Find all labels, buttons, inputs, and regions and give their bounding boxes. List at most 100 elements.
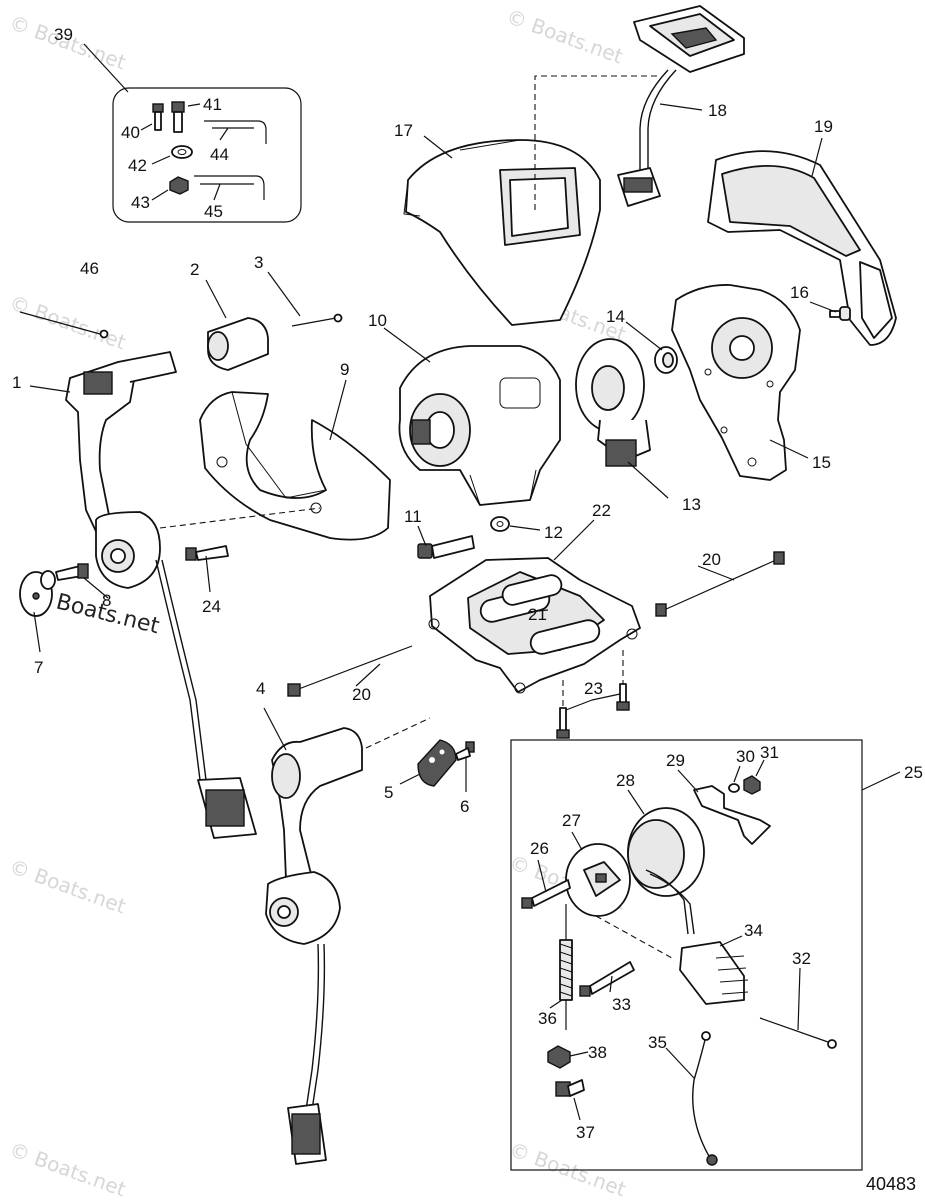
part-11-screw [417,535,475,559]
part-4-control-handle [265,727,363,1165]
part-38-nut [547,1045,571,1069]
callout-34: 34 [744,921,763,940]
callout-45: 45 [204,202,223,221]
watermark-text: © Boats.net [506,1137,629,1200]
hardware-kit-frame [112,87,302,223]
watermark-text: © Boats.net [503,4,626,68]
part-33-screw [579,961,635,997]
callout-30: 30 [736,747,755,766]
callout-46: 46 [80,259,99,278]
callout-31: 31 [760,743,779,762]
callout-21: 21 [528,605,547,624]
part-24-screw [185,545,229,561]
callout-41: 41 [203,95,222,114]
callout-39: 39 [54,25,73,44]
callout-12: 12 [544,523,563,542]
callout-7: 7 [34,658,43,677]
part-2-coupler [207,317,269,371]
callout-29: 29 [666,751,685,770]
callout-20-left: 20 [352,685,371,704]
part-18-keypad-harness [617,5,745,207]
callout-44: 44 [210,145,229,164]
callout-6: 6 [460,797,469,816]
callout-8: 8 [102,591,111,610]
part-5-cam [417,739,457,787]
part-45-hex-key [194,175,265,200]
part-44-hex-key [204,120,267,144]
part-12-washer [490,516,510,532]
callout-32: 32 [792,949,811,968]
part-3-pin [291,313,343,327]
part-37-bolt [555,1079,585,1097]
callout-labels: 39 40 41 42 43 44 45 46 2 3 1 10 9 17 18… [12,25,923,1194]
watermark-text: © Boats.net [6,290,129,354]
part-9-lower-shroud [199,391,391,541]
part-42-washer [171,145,193,159]
part-46-rod [19,311,109,339]
callout-16: 16 [790,283,809,302]
part-40-screw [152,103,164,131]
callout-23: 23 [584,679,603,698]
part-15-mounting-plate [671,284,801,481]
sub-assembly-frame [510,739,863,1171]
part-26-screw [521,879,571,909]
part-29-bracket [693,785,771,845]
callout-4: 4 [256,679,265,698]
part-19-rear-cover [707,150,897,346]
callout-33: 33 [612,995,631,1014]
callout-28: 28 [616,771,635,790]
callout-11: 11 [404,507,422,526]
sub-assembly-25 [510,739,901,1171]
part-14-bushing [654,346,678,374]
callout-43: 43 [131,193,150,212]
hardware-kit-group [83,43,302,223]
callout-36: 36 [538,1009,557,1028]
callout-2: 2 [190,260,199,279]
callout-9: 9 [340,360,349,379]
watermark-text: © Boats.net [6,1137,129,1200]
part-16-screw [829,306,851,321]
callout-42: 42 [128,156,147,175]
callout-18: 18 [708,101,727,120]
callout-10: 10 [368,311,387,330]
part-43-nut [169,176,189,195]
callout-38: 38 [588,1043,607,1062]
part-20-long-bolt-left [287,645,413,697]
part-20-long-bolt-right [655,551,785,617]
part-13-position-sensor [575,338,651,467]
part-10-actuator-motor [398,345,561,506]
callout-40: 40 [121,123,140,142]
part-30-washer [728,783,740,793]
part-32-pin [759,1017,837,1049]
callout-25: 25 [904,763,923,782]
part-8-washer-screw [40,563,89,590]
part-27-disc [565,843,631,917]
part-35-ground-wire [692,1031,718,1166]
part-34-clip [679,941,749,1005]
callout-22: 22 [592,501,611,520]
callout-13: 13 [682,495,701,514]
callout-26: 26 [530,839,549,858]
part-28-drum [627,807,705,935]
callout-19: 19 [814,117,833,136]
callout-27: 27 [562,811,581,830]
callout-24: 24 [202,597,221,616]
part-31-nut [743,775,761,795]
part-1-control-handle [65,351,257,839]
callout-20-right: 20 [702,550,721,569]
callout-15: 15 [812,453,831,472]
part-41-screw [171,101,185,133]
part-21-spacer-tubes [479,574,601,655]
callout-1: 1 [12,373,21,392]
figure-number: 40483 [866,1174,916,1194]
callout-37: 37 [576,1123,595,1142]
callout-3: 3 [254,253,263,272]
callout-17: 17 [394,121,413,140]
part-6-screw [455,741,475,761]
watermark-text: © Boats.net [6,854,129,918]
callout-14: 14 [606,307,625,326]
part-36-spring [559,904,573,1030]
callout-35: 35 [648,1033,667,1052]
part-17-top-cover [403,139,601,326]
